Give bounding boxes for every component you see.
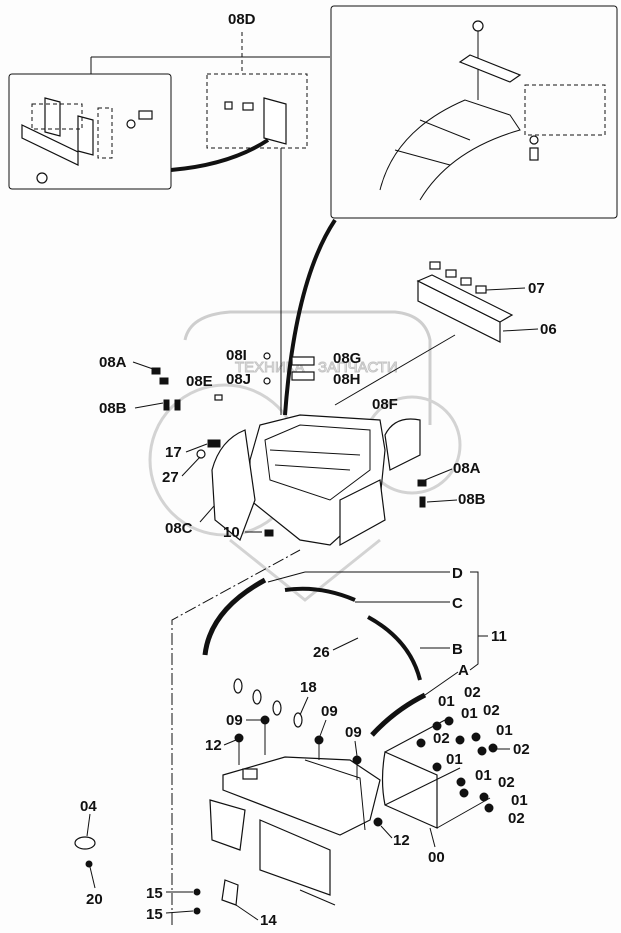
trim-C	[284, 586, 356, 602]
label-08A-right: 08A	[453, 460, 481, 477]
label-12-a: 12	[205, 737, 222, 754]
label-12-b: 12	[393, 832, 410, 849]
label-02-a: 02	[464, 684, 481, 701]
label-00: 00	[428, 849, 445, 866]
detail-view-08D: 08D	[206, 11, 308, 415]
trim-A	[370, 692, 427, 737]
label-02-e: 02	[498, 774, 515, 791]
label-08J: 08J	[226, 371, 251, 388]
nut-icon	[472, 20, 484, 32]
guide-line	[171, 549, 301, 925]
bracket-14	[221, 879, 239, 906]
label-08B-left: 08B	[99, 400, 127, 417]
label-15-a: 15	[146, 885, 163, 902]
washer-icon	[126, 119, 136, 129]
label-A: A	[458, 662, 469, 679]
watermark-text-right: ЗАПЧАСТИ	[318, 359, 398, 376]
label-08F: 08F	[372, 396, 398, 413]
label-15-b: 15	[146, 906, 163, 923]
part-switch-panel: 07 06	[334, 261, 557, 406]
label-02-b: 02	[483, 702, 500, 719]
label-09-b: 09	[321, 703, 338, 720]
label-01-c: 01	[496, 722, 513, 739]
spacer-icon	[242, 102, 254, 111]
label-17: 17	[165, 444, 182, 461]
label-20: 20	[86, 891, 103, 908]
label-08C: 08C	[165, 520, 193, 537]
label-09-c: 09	[345, 724, 362, 741]
label-06: 06	[540, 321, 557, 338]
label-08I: 08I	[226, 347, 247, 364]
label-D: D	[452, 565, 463, 582]
part-ties	[233, 678, 303, 728]
label-08E: 08E	[186, 373, 213, 390]
part-fasteners	[416, 716, 498, 813]
label-08A-left: 08A	[99, 354, 127, 371]
washer-icon	[529, 135, 539, 145]
part-cover-00	[381, 719, 491, 829]
watermark-frame	[183, 310, 432, 425]
label-02-c: 02	[433, 730, 450, 747]
label-08G: 08G	[333, 350, 361, 367]
part-20-plug	[85, 860, 93, 868]
trim-B	[367, 615, 422, 681]
label-27: 27	[162, 469, 179, 486]
label-08B-right: 08B	[458, 491, 486, 508]
label-01-f: 01	[511, 792, 528, 809]
label-B: B	[452, 641, 463, 658]
label-14: 14	[260, 912, 277, 929]
label-01-a: 01	[438, 693, 455, 710]
label-11: 11	[491, 628, 507, 645]
label-18: 18	[300, 679, 317, 696]
part-trims	[202, 577, 427, 737]
detail-view-hinge	[8, 56, 330, 190]
part-frame	[209, 756, 381, 906]
bolt-icon	[529, 147, 539, 161]
bolt-icon	[138, 110, 153, 120]
connector-line	[170, 138, 270, 172]
watermark-shield	[229, 538, 381, 602]
label-01-b: 01	[461, 705, 478, 722]
label-07: 07	[528, 280, 545, 297]
part-console	[151, 352, 427, 547]
detail-view-console	[330, 5, 618, 219]
screw-icon	[224, 101, 233, 110]
label-26: 26	[313, 644, 330, 661]
label-09-a: 09	[226, 712, 243, 729]
label-04: 04	[80, 798, 97, 815]
bracket-11	[469, 571, 479, 671]
label-C: C	[452, 595, 463, 612]
label-08D: 08D	[228, 11, 256, 28]
label-01-d: 01	[446, 751, 463, 768]
part-04-cap	[74, 836, 96, 850]
label-10: 10	[223, 524, 240, 541]
label-01-e: 01	[475, 767, 492, 784]
connector-line	[283, 218, 337, 416]
nut-icon	[36, 172, 48, 184]
label-02-d: 02	[513, 741, 530, 758]
bolts	[193, 715, 383, 915]
trim-D	[202, 577, 267, 656]
label-08H: 08H	[333, 371, 361, 388]
label-02-f: 02	[508, 810, 525, 827]
